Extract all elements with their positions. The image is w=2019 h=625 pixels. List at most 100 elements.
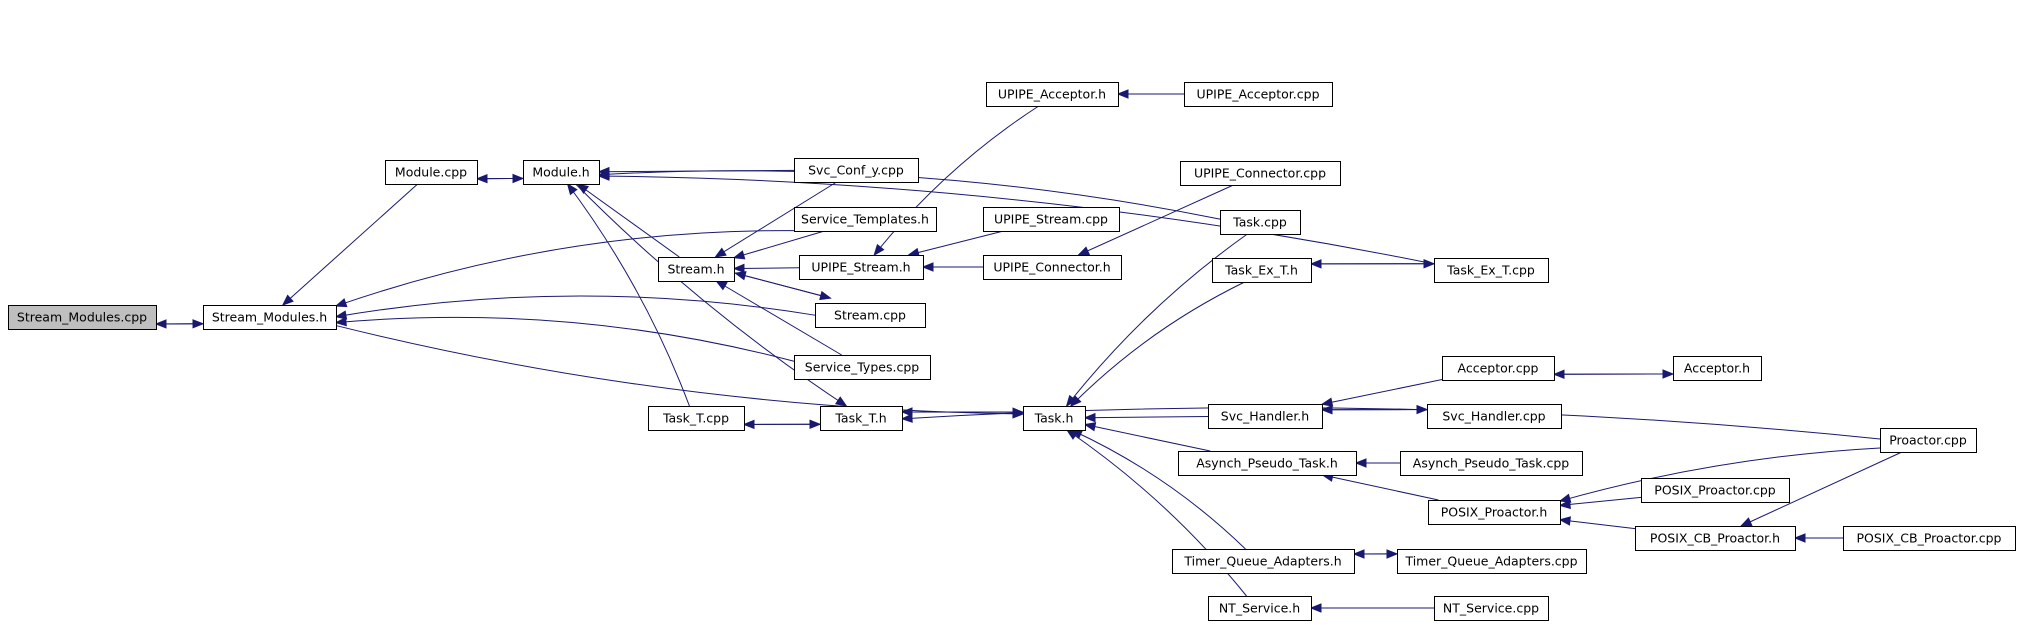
node-box [799, 255, 924, 280]
node-label: Timer_Queue_Adapters.cpp [1404, 554, 1577, 569]
node-asynch_pseudo_task_h[interactable]: Asynch_Pseudo_Task.h [1178, 451, 1357, 476]
node-box [794, 207, 937, 232]
node-box [983, 207, 1120, 232]
node-box [1023, 406, 1086, 431]
arrowhead-svc_handler_cpp-to-svc_handler_h [1320, 404, 1333, 415]
node-acceptor_h[interactable]: Acceptor.h [1673, 356, 1762, 381]
node-posix_cb_proactor_h[interactable]: POSIX_CB_Proactor.h [1635, 526, 1796, 551]
node-box [1400, 451, 1583, 476]
node-task_t_h[interactable]: Task_T.h [820, 406, 903, 431]
arrowhead-stream_modules_cpp-to-stream_modules_h [192, 319, 205, 329]
node-task_cpp[interactable]: Task.cpp [1220, 210, 1301, 235]
arrowhead-upipe_stream_h-to-stream_h [732, 263, 745, 274]
node-label: Service_Types.cpp [805, 360, 919, 375]
node-module_cpp[interactable]: Module.cpp [385, 160, 478, 185]
node-label: Task_Ex_T.cpp [1446, 263, 1535, 278]
node-label: Stream.h [667, 262, 724, 277]
node-posix_cb_proactor_cpp[interactable]: POSIX_CB_Proactor.cpp [1843, 526, 2016, 551]
arrowhead-service_templates_h-to-stream_modules_h [334, 298, 348, 308]
node-box [1434, 258, 1549, 283]
node-box [1442, 356, 1555, 381]
node-upipe_connector_cpp[interactable]: UPIPE_Connector.cpp [1180, 161, 1341, 186]
node-label: Task_T.cpp [662, 411, 729, 426]
arrowhead-task_t_h-to-task_h [1012, 407, 1025, 417]
node-label: POSIX_CB_Proactor.cpp [1857, 531, 2002, 546]
node-posix_proactor_cpp[interactable]: POSIX_Proactor.cpp [1641, 478, 1790, 503]
node-upipe_stream_h[interactable]: UPIPE_Stream.h [799, 255, 924, 280]
node-label: POSIX_Proactor.h [1441, 505, 1548, 520]
arrowhead-upipe_connector_h-to-upipe_stream_h [921, 262, 934, 272]
edge-service_templates_h-to-stream_modules_h [335, 230, 795, 307]
node-task_h[interactable]: Task.h [1023, 406, 1086, 431]
node-label: Timer_Queue_Adapters.h [1183, 554, 1341, 569]
node-label: Module.h [532, 165, 589, 180]
node-stream_cpp[interactable]: Stream.cpp [815, 303, 926, 328]
node-label: Stream_Modules.h [212, 310, 327, 325]
edges-layer [154, 89, 1903, 613]
node-label: UPIPE_Acceptor.cpp [1196, 87, 1319, 102]
node-box [1428, 500, 1561, 525]
node-nt_service_h[interactable]: NT_Service.h [1208, 596, 1312, 621]
node-service_templates_h[interactable]: Service_Templates.h [794, 207, 937, 232]
node-upipe_acceptor_cpp[interactable]: UPIPE_Acceptor.cpp [1184, 82, 1333, 107]
node-label: Task.h [1034, 411, 1074, 426]
node-label: Task.cpp [1232, 215, 1287, 230]
edge-task_ex_t_cpp-to-module_h [598, 175, 1435, 265]
arrowhead-posix_cb_proactor_cpp-to-posix_cb_proactor_h [1793, 533, 1806, 543]
node-svc_handler_h[interactable]: Svc_Handler.h [1208, 404, 1323, 429]
node-stream_modules_h[interactable]: Stream_Modules.h [203, 305, 337, 330]
node-label: Task_Ex_T.h [1224, 263, 1298, 278]
node-upipe_acceptor_h[interactable]: UPIPE_Acceptor.h [986, 82, 1119, 107]
arrowhead-task_t_cpp-to-task_t_h [809, 419, 822, 430]
edge-timer_queue_adapters_h-to-task_h [1071, 429, 1246, 550]
node-task_t_cpp[interactable]: Task_T.cpp [648, 406, 745, 431]
node-label: NT_Service.cpp [1443, 601, 1539, 616]
node-svc_conf_y_cpp[interactable]: Svc_Conf_y.cpp [794, 158, 919, 183]
node-box [1220, 210, 1301, 235]
arrowhead-task_cpp-to-task_h [1065, 394, 1077, 408]
node-proactor_cpp[interactable]: Proactor.cpp [1880, 428, 1977, 453]
node-service_types_cpp[interactable]: Service_Types.cpp [794, 355, 931, 380]
node-box [8, 305, 157, 330]
node-label: POSIX_CB_Proactor.h [1650, 531, 1780, 546]
arrowhead-task_ex_t_cpp-to-task_ex_t_h [1309, 259, 1322, 269]
node-timer_queue_adapters_h[interactable]: Timer_Queue_Adapters.h [1172, 549, 1355, 574]
node-label: Proactor.cpp [1889, 433, 1967, 448]
node-timer_queue_adapters_cpp[interactable]: Timer_Queue_Adapters.cpp [1397, 549, 1587, 574]
node-box [794, 355, 931, 380]
node-asynch_pseudo_task_cpp[interactable]: Asynch_Pseudo_Task.cpp [1400, 451, 1583, 476]
arrowhead-asynch_pseudo_task_h-to-task_h [1083, 422, 1097, 432]
node-label: Svc_Conf_y.cpp [808, 163, 904, 178]
node-box [820, 406, 903, 431]
edge-service_templates_h-to-stream_h [733, 230, 825, 259]
node-box [1178, 451, 1357, 476]
edge-service_types_cpp-to-stream_h [716, 280, 842, 356]
node-posix_proactor_h[interactable]: POSIX_Proactor.h [1428, 500, 1561, 525]
node-label: Acceptor.h [1684, 361, 1750, 376]
node-box [1641, 478, 1790, 503]
arrowhead-service_types_cpp-to-stream_modules_h [334, 316, 347, 327]
node-nt_service_cpp[interactable]: NT_Service.cpp [1434, 596, 1549, 621]
node-stream_modules_cpp[interactable]: Stream_Modules.cpp [8, 305, 157, 330]
node-task_ex_t_cpp[interactable]: Task_Ex_T.cpp [1434, 258, 1549, 283]
node-box [1212, 258, 1312, 283]
arrowhead-module_cpp-to-stream_modules_h [281, 294, 294, 306]
arrowhead-nt_service_h-to-task_h [1065, 429, 1079, 440]
node-svc_handler_cpp[interactable]: Svc_Handler.cpp [1427, 404, 1562, 429]
node-stream_h[interactable]: Stream.h [658, 257, 735, 282]
node-label: Acceptor.cpp [1458, 361, 1539, 376]
node-upipe_stream_cpp[interactable]: UPIPE_Stream.cpp [983, 207, 1120, 232]
node-acceptor_cpp[interactable]: Acceptor.cpp [1442, 356, 1555, 381]
node-box [794, 158, 919, 183]
edge-proactor_cpp-to-posix_proactor_h [1559, 447, 1881, 502]
node-box [1434, 596, 1549, 621]
arrowhead-acceptor_cpp-to-svc_handler_h [1320, 397, 1334, 407]
node-upipe_connector_h[interactable]: UPIPE_Connector.h [983, 255, 1122, 280]
node-task_ex_t_h[interactable]: Task_Ex_T.h [1212, 258, 1312, 283]
node-box [385, 160, 478, 185]
edge-task_cpp-to-task_h [1066, 233, 1248, 407]
arrowhead-stream_h-to-stream_cpp [819, 290, 832, 301]
node-module_h[interactable]: Module.h [523, 160, 600, 185]
node-label: NT_Service.h [1219, 601, 1300, 616]
node-box [986, 82, 1119, 107]
